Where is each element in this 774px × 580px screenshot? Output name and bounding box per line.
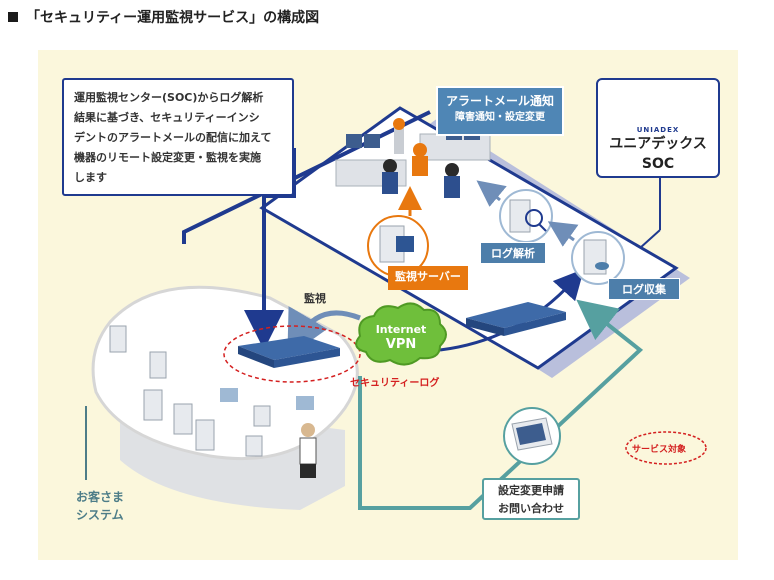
vpn-router	[466, 302, 566, 336]
customer-equipment	[109, 325, 317, 478]
soc-box: UNIADEX ユニアデックス SOC	[596, 78, 720, 178]
page-title: 「セキュリティー運用監視サービス」の構成図	[26, 10, 320, 26]
description-line: 機器のリモート設定変更・監視を実施	[74, 151, 261, 164]
log-analysis-icon	[499, 189, 553, 243]
log-collection-icon	[571, 231, 625, 285]
description-line: します	[74, 171, 107, 184]
soc-connector-line-2	[639, 229, 661, 249]
square-bullet-icon	[8, 12, 18, 22]
page-heading: 「セキュリティー運用監視サービス」の構成図	[8, 6, 319, 28]
alert-mail-title: アラートメール通知	[445, 94, 554, 108]
service-target-ellipse	[625, 431, 707, 465]
description-box: 運用監視センター(SOC)からログ解析 結果に基づき、セキュリティーインシ デン…	[62, 78, 294, 196]
soc-to-customer-line	[244, 148, 296, 350]
request-monitor-icon	[503, 407, 561, 465]
security-log-label: セキュリティーログ	[350, 378, 440, 389]
customer-label-line1: お客さま	[76, 490, 125, 504]
alert-flow-line	[182, 110, 431, 244]
request-box: 設定変更申請 お問い合わせ	[482, 478, 580, 520]
security-device-ellipse	[223, 325, 361, 383]
internet-vpn-label: Internet VPN	[368, 322, 434, 352]
internet-label: Internet	[375, 323, 427, 336]
alert-mail-subtitle: 障害通知・設定変更	[455, 112, 545, 123]
log-collection-label: ログ収集	[608, 278, 680, 300]
operator-desk-area	[335, 118, 491, 198]
service-flow-line	[358, 299, 644, 510]
customer-label-line2: システム	[76, 508, 124, 522]
description-line: 運用監視センター(SOC)からログ解析	[74, 91, 264, 104]
soc-brand: UNIADEX	[636, 126, 680, 134]
log-analysis-label: ログ解析	[480, 242, 546, 264]
service-target-label: サービス対象	[632, 445, 687, 455]
soc-label: SOC	[641, 156, 675, 172]
description-line: デントのアラートメールの配信に加えて	[74, 131, 272, 144]
monitoring-server-icon	[367, 215, 429, 277]
soc-name: ユニアデックス	[609, 136, 707, 152]
monitoring-server-label: 監視サーバー	[388, 266, 468, 290]
security-appliance	[238, 336, 340, 368]
monitoring-arrow	[287, 306, 361, 358]
alert-mail-box: アラートメール通知 障害通知・設定変更	[436, 86, 564, 136]
request-label-line1: 設定変更申請	[498, 484, 564, 497]
request-label-line2: お問い合わせ	[498, 502, 564, 515]
customer-system-label: お客さま システム	[76, 488, 166, 524]
description-line: 結果に基づき、セキュリティーインシ	[74, 111, 260, 124]
internet-cloud	[355, 302, 447, 366]
monitoring-label: 監視	[304, 292, 326, 305]
vpn-label: VPN	[385, 337, 417, 352]
